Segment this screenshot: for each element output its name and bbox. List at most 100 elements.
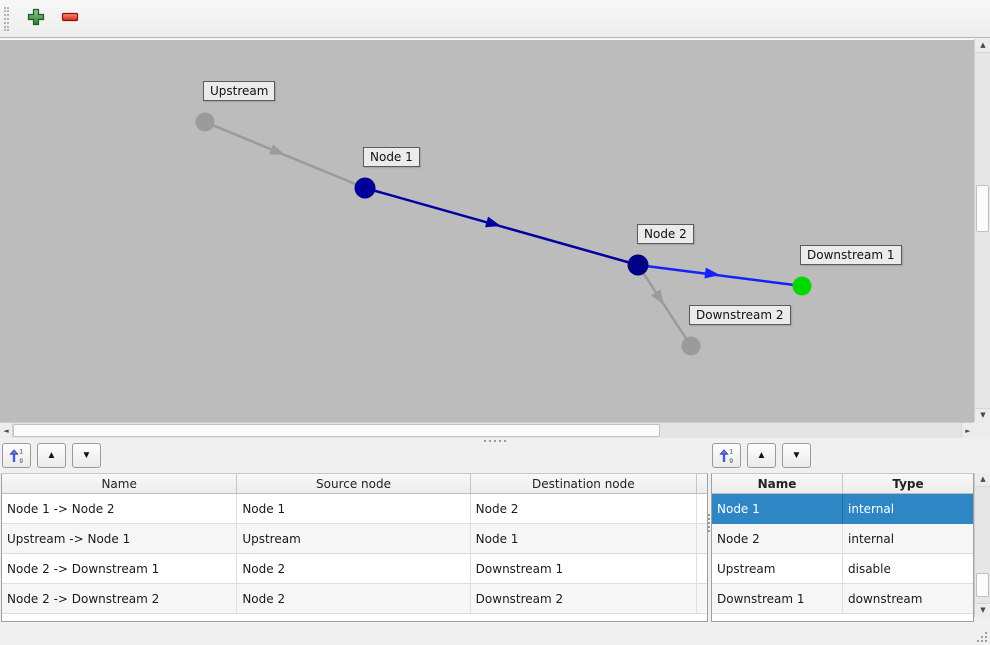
cell-destination: Downstream 2	[470, 584, 698, 614]
edges-table-header: Name Source node Destination node	[2, 474, 707, 494]
edge-node2-downstream2[interactable]	[636, 264, 693, 347]
edge-node2-downstream1[interactable]	[637, 263, 803, 288]
cell-type: disable	[843, 554, 973, 584]
cell-name: Upstream	[712, 554, 843, 584]
arrow-down-icon: ▼	[81, 450, 92, 461]
node-label-upstream: Upstream	[203, 81, 276, 101]
nodes-table: Name Type Node 1 internal Node 2 interna…	[711, 473, 974, 622]
cell-name: Node 2	[712, 524, 843, 554]
node-circle-upstream[interactable]	[195, 112, 215, 132]
table-gutter	[697, 524, 707, 554]
node-circle-node2[interactable]	[627, 254, 649, 276]
arrow-up-icon: ▲	[46, 450, 57, 461]
svg-text:9: 9	[19, 459, 23, 464]
main-toolbar	[0, 0, 990, 38]
node-label-downstream1: Downstream 1	[800, 245, 902, 265]
graph-horizontal-scrollbar[interactable]: ◄ ►	[0, 422, 974, 439]
edges-header-name[interactable]: Name	[2, 474, 238, 493]
node-label-node1: Node 1	[363, 147, 420, 167]
edges-header-destination[interactable]: Destination node	[471, 474, 698, 493]
sort-ascending-icon: 1 9	[718, 448, 733, 464]
nodes-table-row[interactable]: Upstream disable	[712, 554, 973, 584]
toolbar-drag-handle[interactable]	[4, 6, 9, 31]
scroll-right-icon[interactable]: ►	[961, 423, 974, 439]
edges-table-row[interactable]: Node 2 -> Downstream 2 Node 2 Downstream…	[2, 584, 707, 614]
add-node-button[interactable]	[21, 5, 51, 33]
scroll-up-icon[interactable]: ▲	[975, 473, 990, 487]
nodes-move-up-button[interactable]: ▲	[747, 443, 776, 468]
cell-name: Node 2 -> Downstream 2	[2, 584, 238, 614]
splitter-handle-icon	[484, 440, 506, 442]
node-label-downstream2: Downstream 2	[689, 305, 791, 325]
table-gutter	[697, 554, 707, 584]
edges-toolbar: 1 9 ▲ ▼	[2, 443, 101, 468]
sort-ascending-icon: 1 9	[8, 448, 23, 464]
graph-vertical-scrollbar[interactable]: ▲ ▼	[974, 39, 990, 422]
nodes-table-row[interactable]: Node 2 internal	[712, 524, 973, 554]
table-gutter	[697, 494, 707, 524]
cell-source: Node 2	[237, 584, 471, 614]
arrow-down-icon: ▼	[791, 450, 802, 461]
cell-name: Node 1	[712, 494, 843, 524]
svg-text:1: 1	[729, 449, 733, 455]
nodes-header-name[interactable]: Name	[712, 474, 843, 493]
remove-node-button[interactable]	[55, 5, 85, 33]
edge-arrow-icon	[651, 289, 664, 305]
cell-name: Node 1 -> Node 2	[2, 494, 238, 524]
table-gutter	[697, 474, 707, 493]
tables-splitter[interactable]	[708, 514, 713, 532]
edge-arrow-icon	[485, 216, 501, 228]
edges-table: Name Source node Destination node Node 1…	[1, 473, 708, 622]
cell-source: Node 1	[237, 494, 471, 524]
edge-node1-node2[interactable]	[364, 186, 639, 267]
nodes-table-scroll-thumb[interactable]	[976, 573, 989, 597]
cell-destination: Downstream 1	[470, 554, 698, 584]
nodes-table-scrollbar[interactable]: ▲ ▼	[974, 473, 990, 617]
cell-name: Downstream 1	[712, 584, 843, 614]
edges-sort-button[interactable]: 1 9	[2, 443, 31, 468]
scroll-down-icon[interactable]: ▼	[975, 408, 990, 422]
node-label-node2: Node 2	[637, 224, 694, 244]
graph-vscroll-thumb[interactable]	[976, 185, 989, 232]
table-gutter	[697, 584, 707, 614]
graph-canvas[interactable]: Upstream Node 1 Node 2 Downstream 1 Down…	[0, 39, 974, 422]
topology-graph	[195, 112, 812, 356]
edges-table-row[interactable]: Node 1 -> Node 2 Node 1 Node 2	[2, 494, 707, 524]
status-bar	[0, 623, 990, 645]
edge-arrow-icon	[704, 267, 720, 279]
resize-grip-icon[interactable]	[975, 630, 987, 642]
nodes-sort-button[interactable]: 1 9	[712, 443, 741, 468]
scroll-down-icon[interactable]: ▼	[975, 603, 990, 617]
cell-destination: Node 1	[470, 524, 698, 554]
svg-text:9: 9	[729, 459, 733, 464]
edges-move-up-button[interactable]: ▲	[37, 443, 66, 468]
edge-arrow-icon	[269, 144, 285, 155]
graph-hscroll-thumb[interactable]	[13, 424, 660, 437]
cell-source: Node 2	[237, 554, 471, 584]
scrollbar-corner	[974, 422, 990, 438]
node-circle-downstream1[interactable]	[792, 276, 812, 296]
edges-header-source[interactable]: Source node	[237, 474, 471, 493]
nodes-header-type[interactable]: Type	[892, 476, 924, 491]
cell-destination: Node 2	[470, 494, 698, 524]
scroll-left-icon[interactable]: ◄	[0, 423, 13, 439]
arrow-up-icon: ▲	[756, 450, 767, 461]
node-circle-node1[interactable]	[354, 177, 376, 199]
graph-table-splitter[interactable]	[0, 438, 990, 443]
nodes-table-row[interactable]: Downstream 1 downstream	[712, 584, 973, 614]
edges-table-row[interactable]: Node 2 -> Downstream 1 Node 2 Downstream…	[2, 554, 707, 584]
cell-name: Upstream -> Node 1	[2, 524, 238, 554]
edges-table-row[interactable]: Upstream -> Node 1 Upstream Node 1	[2, 524, 707, 554]
nodes-move-down-button[interactable]: ▼	[782, 443, 811, 468]
node-circle-downstream2[interactable]	[681, 336, 701, 356]
nodes-table-header: Name Type	[712, 474, 973, 494]
scroll-up-icon[interactable]: ▲	[975, 39, 990, 53]
cell-type: internal	[843, 524, 973, 554]
nodes-table-row-selected[interactable]: Node 1 internal	[712, 494, 973, 524]
cell-source: Upstream	[237, 524, 471, 554]
cell-type: downstream	[843, 584, 973, 614]
cell-type: internal	[843, 494, 973, 524]
plus-icon	[26, 7, 46, 30]
edges-move-down-button[interactable]: ▼	[72, 443, 101, 468]
